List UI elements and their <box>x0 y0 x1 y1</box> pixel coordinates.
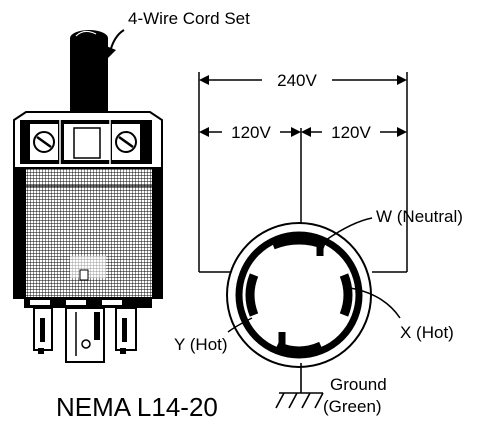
x-hot-label: X (Hot) <box>400 323 454 342</box>
prong-left <box>33 307 53 354</box>
y-hot-label: Y (Hot) <box>174 335 228 354</box>
prong-center <box>65 307 105 363</box>
ground-label: Ground <box>330 375 387 394</box>
slot-ground <box>275 332 323 356</box>
screw-icon <box>115 131 137 153</box>
receptacle-face <box>226 222 372 368</box>
cord <box>70 24 108 118</box>
prong-right <box>115 307 137 354</box>
plug-prongs <box>33 307 137 363</box>
cord-set-label: 4-Wire Cord Set <box>128 9 250 28</box>
plug-grip <box>13 167 163 299</box>
diagram-title: NEMA L14-20 <box>56 392 218 422</box>
voltage-120-left-label: 120V <box>231 123 271 142</box>
plug-base <box>24 298 152 308</box>
slot-y-hot <box>245 273 259 317</box>
voltage-240-label: 240V <box>277 71 317 90</box>
leader-lines <box>227 217 401 333</box>
dimension-arrowheads <box>199 75 407 137</box>
plug-illustration <box>13 24 163 363</box>
slot-w-neutral <box>271 235 327 256</box>
ground-color-label: (Green) <box>323 397 382 416</box>
ground-symbol-icon <box>275 363 324 409</box>
plug-cap <box>13 111 163 169</box>
cord-set-leader <box>106 29 125 58</box>
voltage-120-right-label: 120V <box>331 123 371 142</box>
w-neutral-label: W (Neutral) <box>376 207 463 226</box>
slot-x-hot <box>339 273 353 317</box>
screw-icon <box>33 131 55 153</box>
